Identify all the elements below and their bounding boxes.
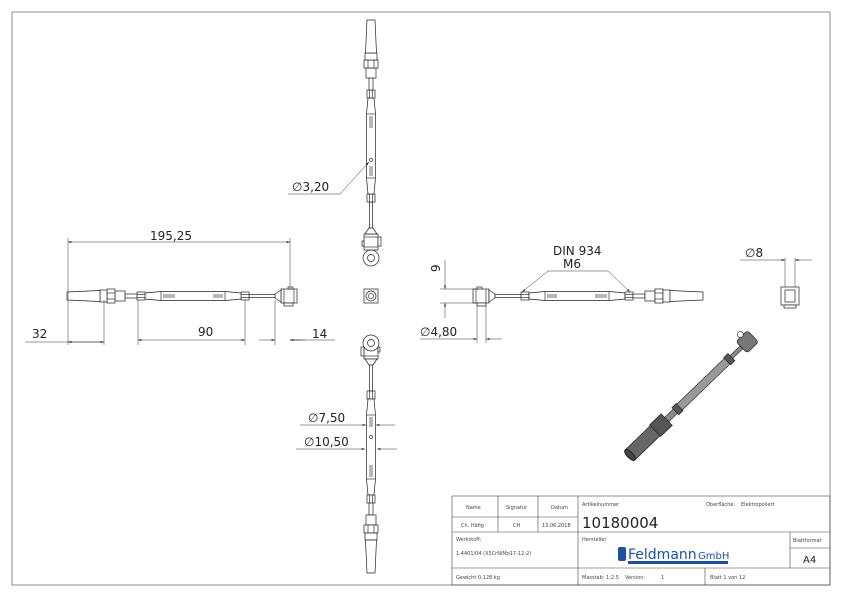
tb-surface-label: Oberfläche: <box>706 502 735 508</box>
end-view-center <box>363 288 379 304</box>
tb-article-number: 10180004 <box>582 514 658 532</box>
isometric-view <box>624 331 758 461</box>
tb-sheet: Blatt 1 von 12 <box>710 575 745 581</box>
dim-fork-length: 14 <box>312 327 327 341</box>
tb-material-label: Werkstoff: <box>456 537 482 543</box>
tb-surface-value: Elektropoliert <box>741 502 775 508</box>
tb-version-value: 1 <box>661 575 664 581</box>
dimension-lines <box>25 161 812 450</box>
dim-end-diameter: ∅8 <box>745 246 763 260</box>
feldmann-logo: Feldmann GmbH <box>618 547 729 564</box>
svg-text:GmbH: GmbH <box>698 551 729 562</box>
tb-date-label: Datum <box>551 505 568 511</box>
tb-name-value: Ch. Häfig <box>461 523 484 529</box>
tb-material-value: 1.4401/04 (X5CrNiMo17-12-2) <box>456 551 531 557</box>
tb-sheet-format-label: Blattformat <box>793 538 822 544</box>
dim-pin-diameter: ∅4,80 <box>420 325 457 339</box>
front-view-right <box>472 286 704 307</box>
tb-version-label: Version: <box>625 575 645 581</box>
drawing-frame <box>11 11 831 586</box>
tb-date-value: 13.06.2018 <box>542 523 571 529</box>
dim-nut-standard: DIN 934 <box>553 244 601 258</box>
title-block <box>451 495 831 586</box>
tb-sheet-format-value: A4 <box>803 555 816 566</box>
top-view <box>361 19 382 267</box>
tb-scale: Masstab: 1:2.5 <box>582 575 619 581</box>
front-view-left <box>66 286 298 307</box>
dim-swage-length: 32 <box>32 327 47 341</box>
dim-body-diameter-large: ∅10,50 <box>304 435 349 449</box>
dim-hole-diameter: ∅3,20 <box>292 180 329 194</box>
tb-article-label: Artikelnummer <box>582 502 620 508</box>
end-view-right <box>780 286 800 309</box>
dim-overall-length: 195,25 <box>150 229 192 243</box>
svg-text:Feldmann: Feldmann <box>628 547 697 563</box>
dim-body-length: 90 <box>198 325 213 339</box>
bottom-view <box>360 334 381 574</box>
tb-signature-label: Signatur <box>506 505 528 511</box>
tb-signature-value: CH <box>513 523 520 529</box>
dim-nut-thread: M6 <box>563 257 581 271</box>
tb-name-label: Name <box>466 505 481 511</box>
dim-body-diameter-small: ∅7,50 <box>308 411 345 425</box>
tb-manufacturer-label: Hersteller <box>582 537 607 543</box>
dim-fork-width: 9 <box>429 264 443 272</box>
tb-weight: Gewicht 0.128 kg <box>456 575 500 581</box>
